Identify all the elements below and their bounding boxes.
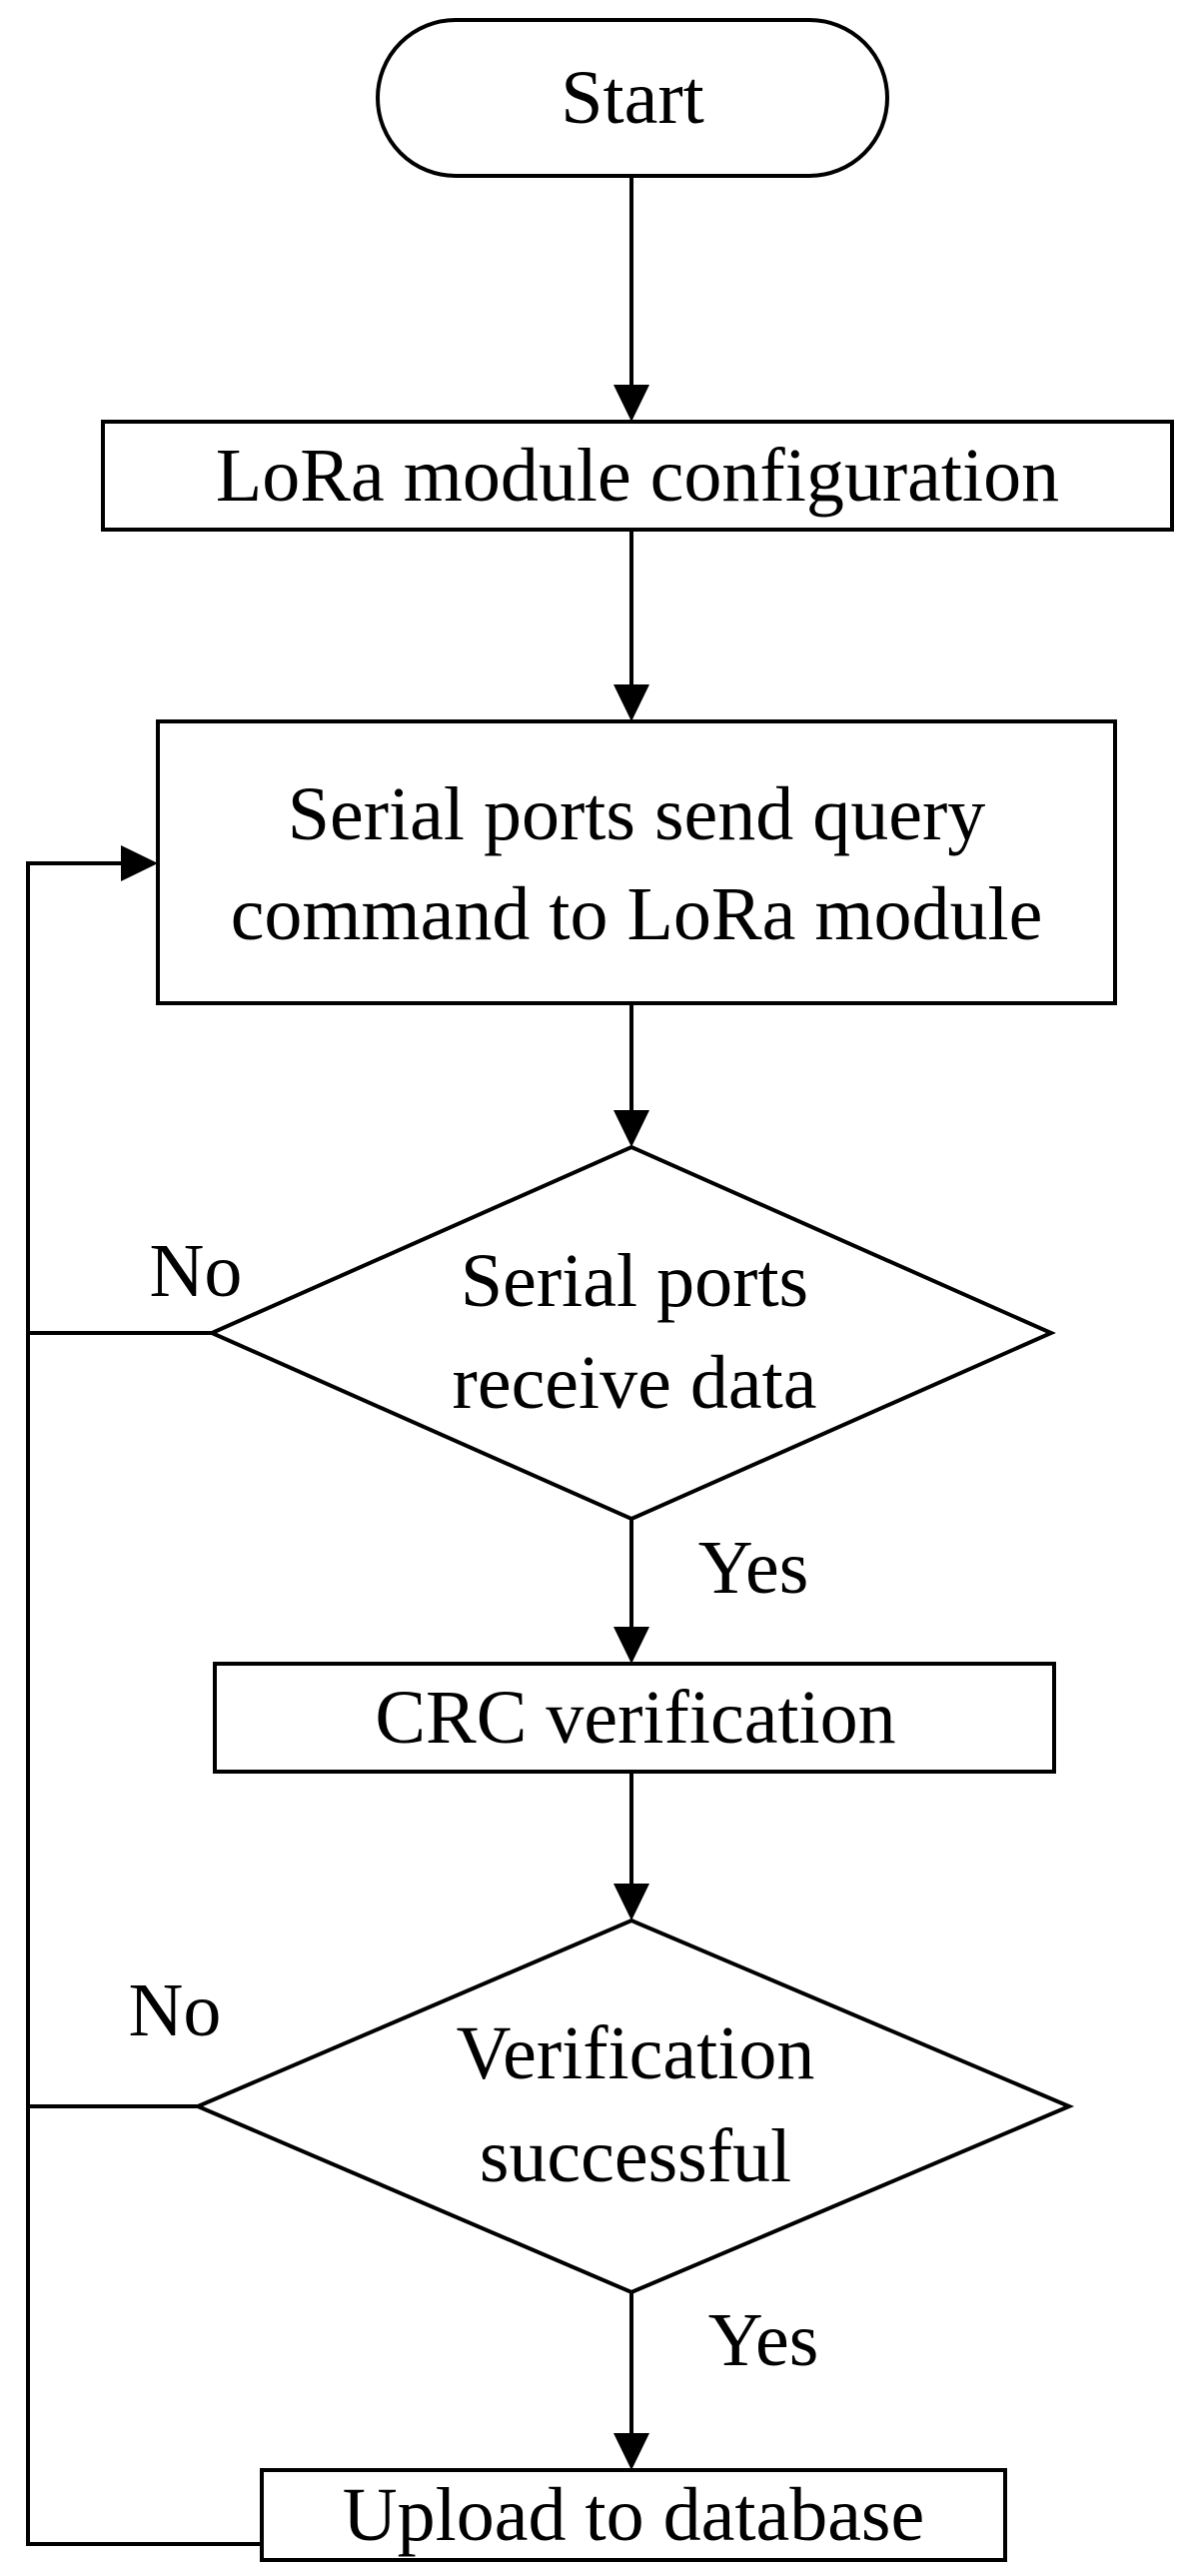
verify-label-line1: Verification: [457, 2011, 815, 2095]
arrowhead-verify: [613, 1884, 649, 1921]
receive-yes-label: Yes: [698, 1526, 809, 1610]
arrowhead-config: [613, 385, 649, 422]
upload-label: Upload to database: [343, 2473, 924, 2557]
arrowhead-receive: [613, 1110, 649, 1147]
config-box: [101, 420, 1174, 532]
config-label: LoRa module configuration: [216, 434, 1059, 518]
arrowhead-feedback-query: [121, 845, 158, 881]
verify-decision-diamond: [192, 1918, 1075, 2295]
verify-yes-label: Yes: [708, 2298, 819, 2382]
arrowhead-upload: [613, 2433, 649, 2470]
connector-feedback-loop: [26, 861, 262, 2546]
receive-label-line2: receive data: [453, 1341, 817, 1425]
receive-label-line1: Serial ports: [461, 1239, 808, 1323]
upload-box: [260, 2468, 1007, 2562]
receive-decision-diamond: [207, 1144, 1056, 1522]
receive-no-label: No: [150, 1229, 243, 1313]
crc-label: CRC verification: [375, 1676, 895, 1760]
crc-box: [213, 1662, 1056, 1774]
query-box: [156, 719, 1117, 1005]
verify-no-label: No: [129, 1968, 222, 2052]
start-label: Start: [561, 56, 704, 140]
arrowhead-crc: [613, 1627, 649, 1664]
verify-label-line2: successful: [480, 2114, 791, 2198]
query-label-line1: Serial ports send query: [288, 772, 986, 856]
query-label-line2: command to LoRa module: [231, 872, 1043, 956]
arrowhead-query: [613, 684, 649, 721]
